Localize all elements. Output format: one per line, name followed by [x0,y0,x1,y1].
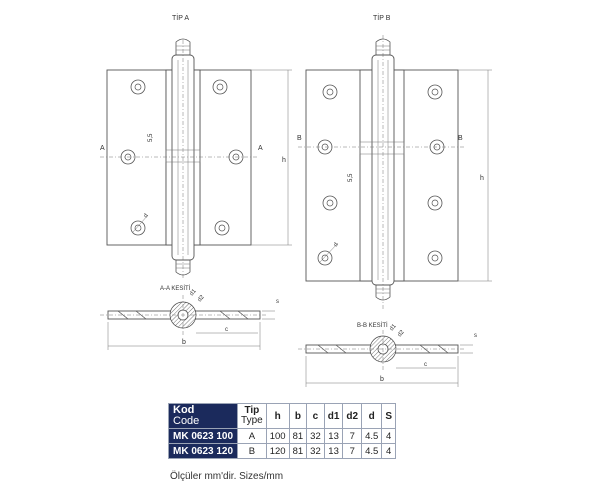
svg-text:s: s [474,333,477,339]
svg-text:B-B KESİTİ: B-B KESİTİ [357,322,388,329]
svg-text:A: A [100,145,105,152]
svg-text:c: c [424,362,427,368]
svg-text:A: A [258,145,263,152]
table-row: MK 0623 100 A 100 81 32 13 7 4.5 4 [167,428,396,444]
svg-text:5,5: 5,5 [148,133,154,142]
type-header: Tip Type [237,403,267,429]
hinge-type-a: TİP A A A 5,5 [100,13,292,280]
svg-text:c: c [225,327,228,333]
table-row: MK 0623 120 B 120 81 32 13 7 4.5 4 [167,443,396,459]
svg-text:h: h [480,175,484,182]
col-header: c [306,403,325,429]
svg-text:B: B [458,135,463,142]
spec-table: Kod Code Tip Type h b c d1 d2 d S MK 062… [167,403,396,459]
col-header: S [381,403,396,429]
svg-text:d2: d2 [197,294,206,303]
svg-text:d: d [143,213,150,219]
col-header: h [265,403,290,429]
row-code: MK 0623 100 [167,428,239,444]
units-note: Ölçüler mm'dir. Sizes/mm [170,471,284,482]
code-header: Kod Code [167,403,239,429]
col-header: b [288,403,308,429]
section-b-b: B-B KESİTİ d1 d2 s c b [298,322,477,387]
svg-text:s: s [276,299,279,305]
technical-drawing: TİP A A A 5,5 [100,13,492,387]
svg-text:B: B [297,135,302,142]
svg-text:A-A KESİTİ: A-A KESİTİ [160,285,191,292]
row-code: MK 0623 120 [167,443,239,459]
type-b-label: TİP B [373,13,391,22]
col-header: d2 [342,403,363,429]
svg-text:d2: d2 [397,329,406,338]
svg-text:5,5: 5,5 [348,173,354,182]
row-type: A [237,428,267,444]
row-type: B [237,443,267,459]
hinge-type-b: TİP B B B 5,5 d [297,13,492,310]
svg-text:b: b [182,339,186,346]
svg-text:h: h [282,157,286,164]
section-a-a: A-A KESİTİ d1 d2 s c b [100,285,279,350]
col-header: d1 [323,403,344,429]
svg-text:d: d [333,242,340,248]
col-header: d [361,403,383,429]
table-header-row: Kod Code Tip Type h b c d1 d2 d S [167,403,396,429]
svg-text:d1: d1 [389,323,398,332]
svg-text:d1: d1 [189,288,198,297]
type-a-label: TİP A [172,13,189,22]
svg-text:b: b [380,376,384,383]
